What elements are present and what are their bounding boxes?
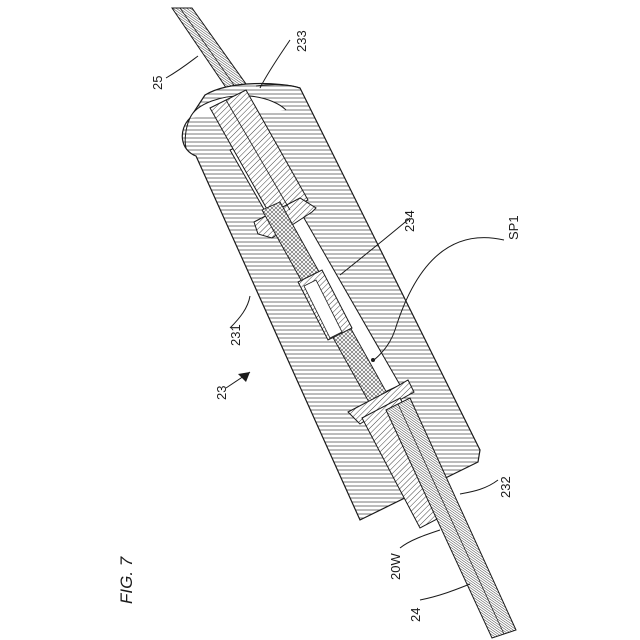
label-232: 232 [498, 476, 513, 498]
label-20w: 20W [388, 553, 403, 580]
figure-title: FIG. 7 [117, 556, 136, 604]
arrow-23-head [238, 372, 250, 382]
label-231: 231 [228, 324, 243, 346]
label-23: 23 [214, 386, 229, 400]
label-234: 234 [402, 210, 417, 232]
label-25: 25 [150, 76, 165, 90]
label-sp1: SP1 [506, 215, 521, 240]
label-233: 233 [294, 30, 309, 52]
label-24: 24 [408, 608, 423, 622]
